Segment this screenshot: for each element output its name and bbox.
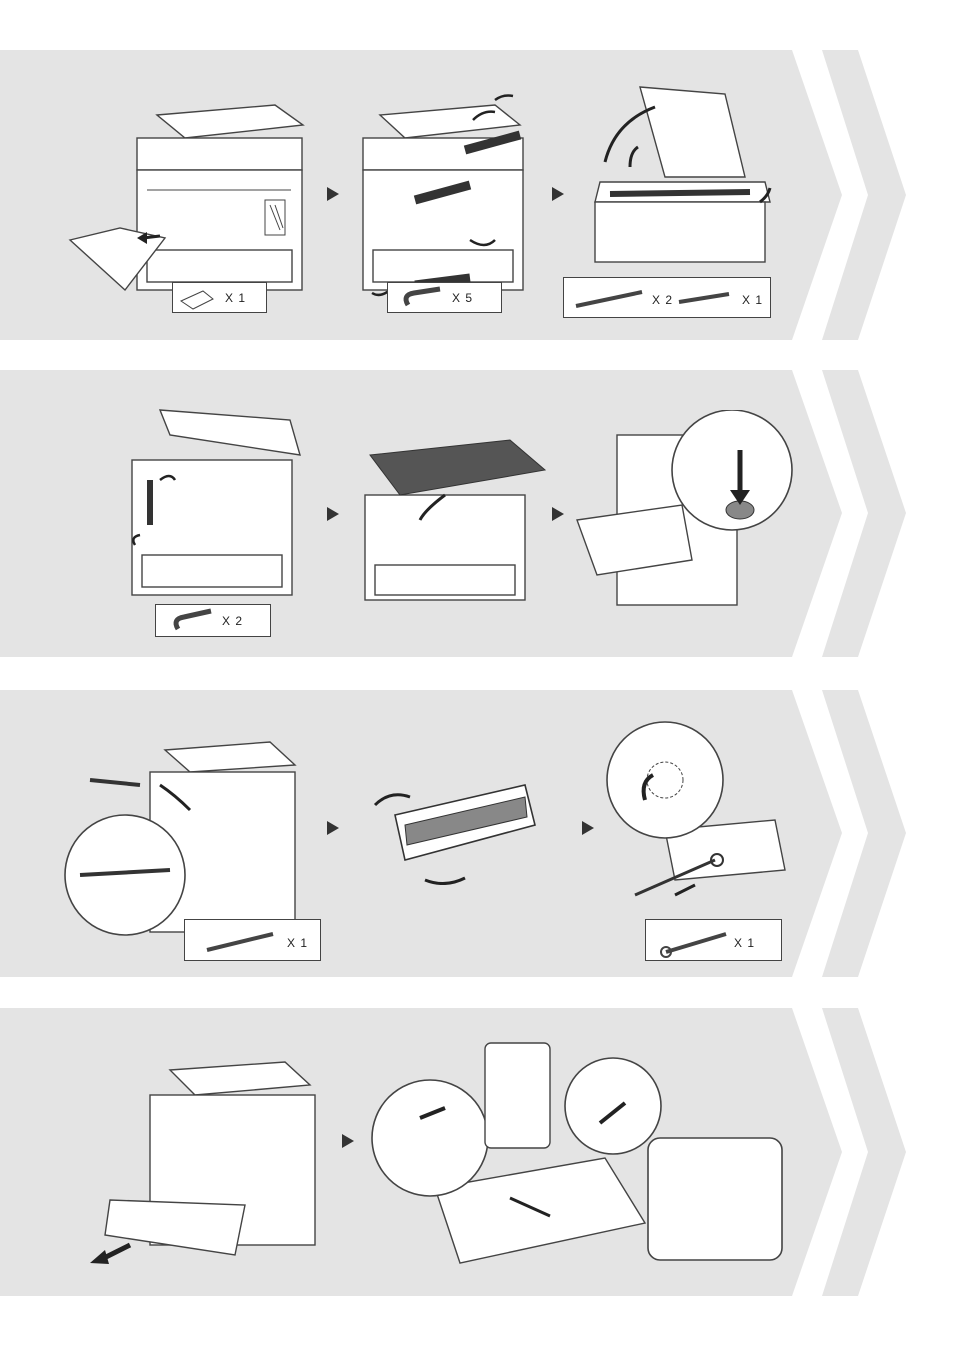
- quantity-box-protective-sheet: X 1: [172, 282, 267, 313]
- step-band-1: X 1 X 5 X 2 X 1: [0, 50, 954, 340]
- quantity-label: X 2: [222, 614, 243, 628]
- quantity-label: X 1: [287, 936, 308, 950]
- printer-illustration-remove-sheet: [65, 90, 315, 300]
- printer-illustration-remove-tapes: [355, 90, 535, 300]
- quantity-box-inside-tapes: X 2: [155, 604, 271, 637]
- step-band-3: X 1 X 1: [0, 690, 954, 977]
- printer-illustration-pull-drawer: [85, 1050, 335, 1270]
- quantity-label: X 1: [225, 291, 246, 305]
- sealing-tape-icon: [646, 920, 783, 962]
- next-step-marker: [327, 187, 339, 201]
- step-band-2: X 2: [0, 370, 954, 657]
- step-band-4: [0, 1008, 954, 1296]
- next-step-marker: [582, 821, 594, 835]
- next-step-marker: [342, 1134, 354, 1148]
- quantity-box-packing-part: X 1: [184, 919, 321, 961]
- quantity-box-packing-materials: X 2 X 1: [563, 277, 771, 318]
- next-step-marker: [552, 187, 564, 201]
- quantity-box-tapes: X 5: [387, 282, 502, 313]
- printer-illustration-open-front-cover: [572, 410, 812, 610]
- toner-cartridge-shake-illustration: [365, 745, 565, 885]
- tape-icon: [388, 283, 503, 314]
- paper-guide-adjust-illustration: [370, 1038, 790, 1278]
- printer-illustration-close-scanner: [350, 400, 550, 605]
- quantity-label: X 2: [652, 293, 673, 307]
- next-step-marker: [327, 507, 339, 521]
- protective-sheet-icon: [173, 283, 268, 314]
- next-step-marker: [552, 507, 564, 521]
- tape-icon: [156, 605, 272, 638]
- quantity-label: X 1: [742, 293, 763, 307]
- quantity-box-sealing-tape: X 1: [645, 919, 782, 961]
- printer-illustration-remove-packing-part: [60, 730, 310, 940]
- printer-illustration-inside-tapes: [120, 405, 310, 600]
- sealing-tape-pull-illustration: [605, 720, 795, 920]
- printer-illustration-scanner-open: [570, 82, 790, 282]
- quantity-label: X 1: [734, 936, 755, 950]
- next-step-marker: [327, 821, 339, 835]
- quantity-label: X 5: [452, 291, 473, 305]
